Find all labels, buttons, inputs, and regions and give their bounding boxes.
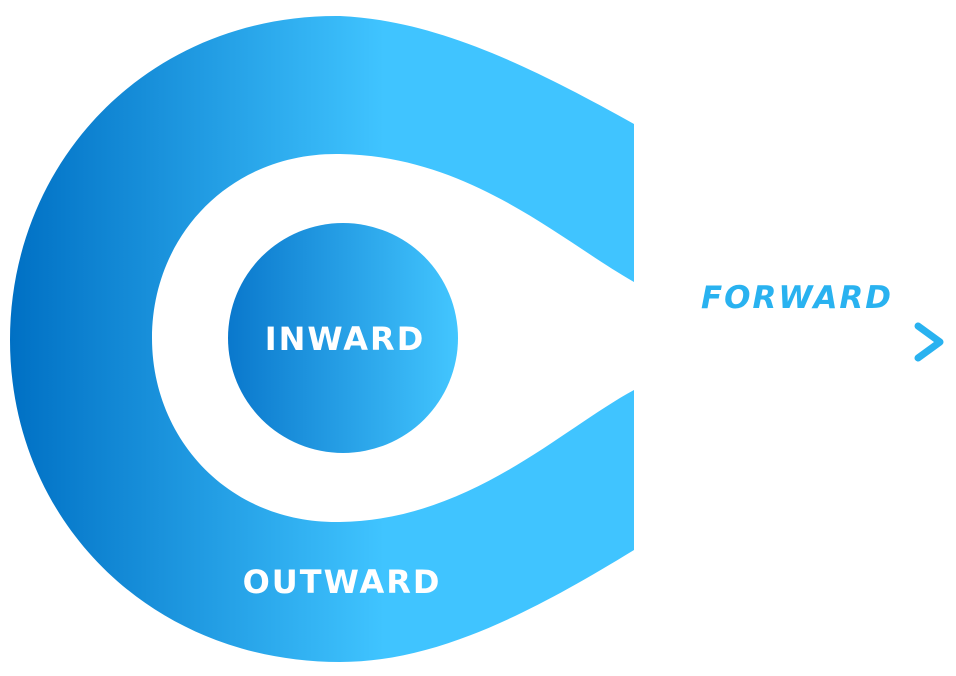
outward-label: OUTWARD: [243, 563, 442, 601]
outward-ring-shape: [10, 15, 634, 663]
forward-arrow-head-icon: [914, 322, 944, 362]
forward-arrow: [637, 322, 944, 362]
inward-label: INWARD: [265, 320, 426, 358]
inward-circle: [228, 223, 458, 453]
forward-label: FORWARD: [701, 280, 893, 316]
